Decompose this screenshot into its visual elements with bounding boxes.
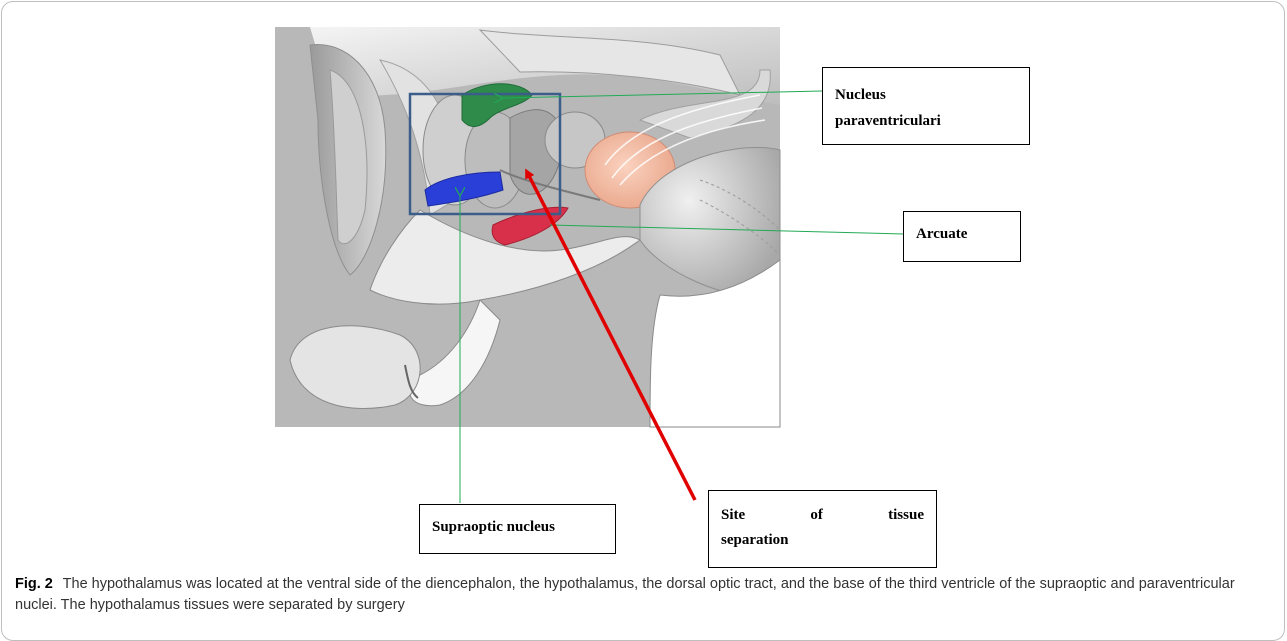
label-site-word-1: Site (721, 503, 745, 528)
figure-caption: Fig. 2 The hypothalamus was located at t… (15, 574, 1275, 616)
hypothalamus-illustration (0, 0, 1287, 600)
label-arcuate: Arcuate (903, 211, 1021, 262)
label-paraventricular: Nucleus paraventriculari (822, 67, 1030, 145)
caption-text: The hypothalamus was located at the vent… (15, 576, 1235, 613)
brain-section-image (275, 27, 780, 427)
label-site-word-2: of (810, 503, 823, 528)
label-site-of-separation: Site of tissue separation (708, 490, 937, 568)
label-supraoptic: Supraoptic nucleus (419, 504, 616, 554)
label-site-word-4: separation (721, 528, 924, 553)
label-paraventricular-line2: paraventriculari (835, 108, 1029, 134)
caption-label: Fig. 2 (15, 576, 53, 592)
label-site-word-3: tissue (888, 503, 924, 528)
label-paraventricular-line1: Nucleus (835, 82, 1029, 108)
